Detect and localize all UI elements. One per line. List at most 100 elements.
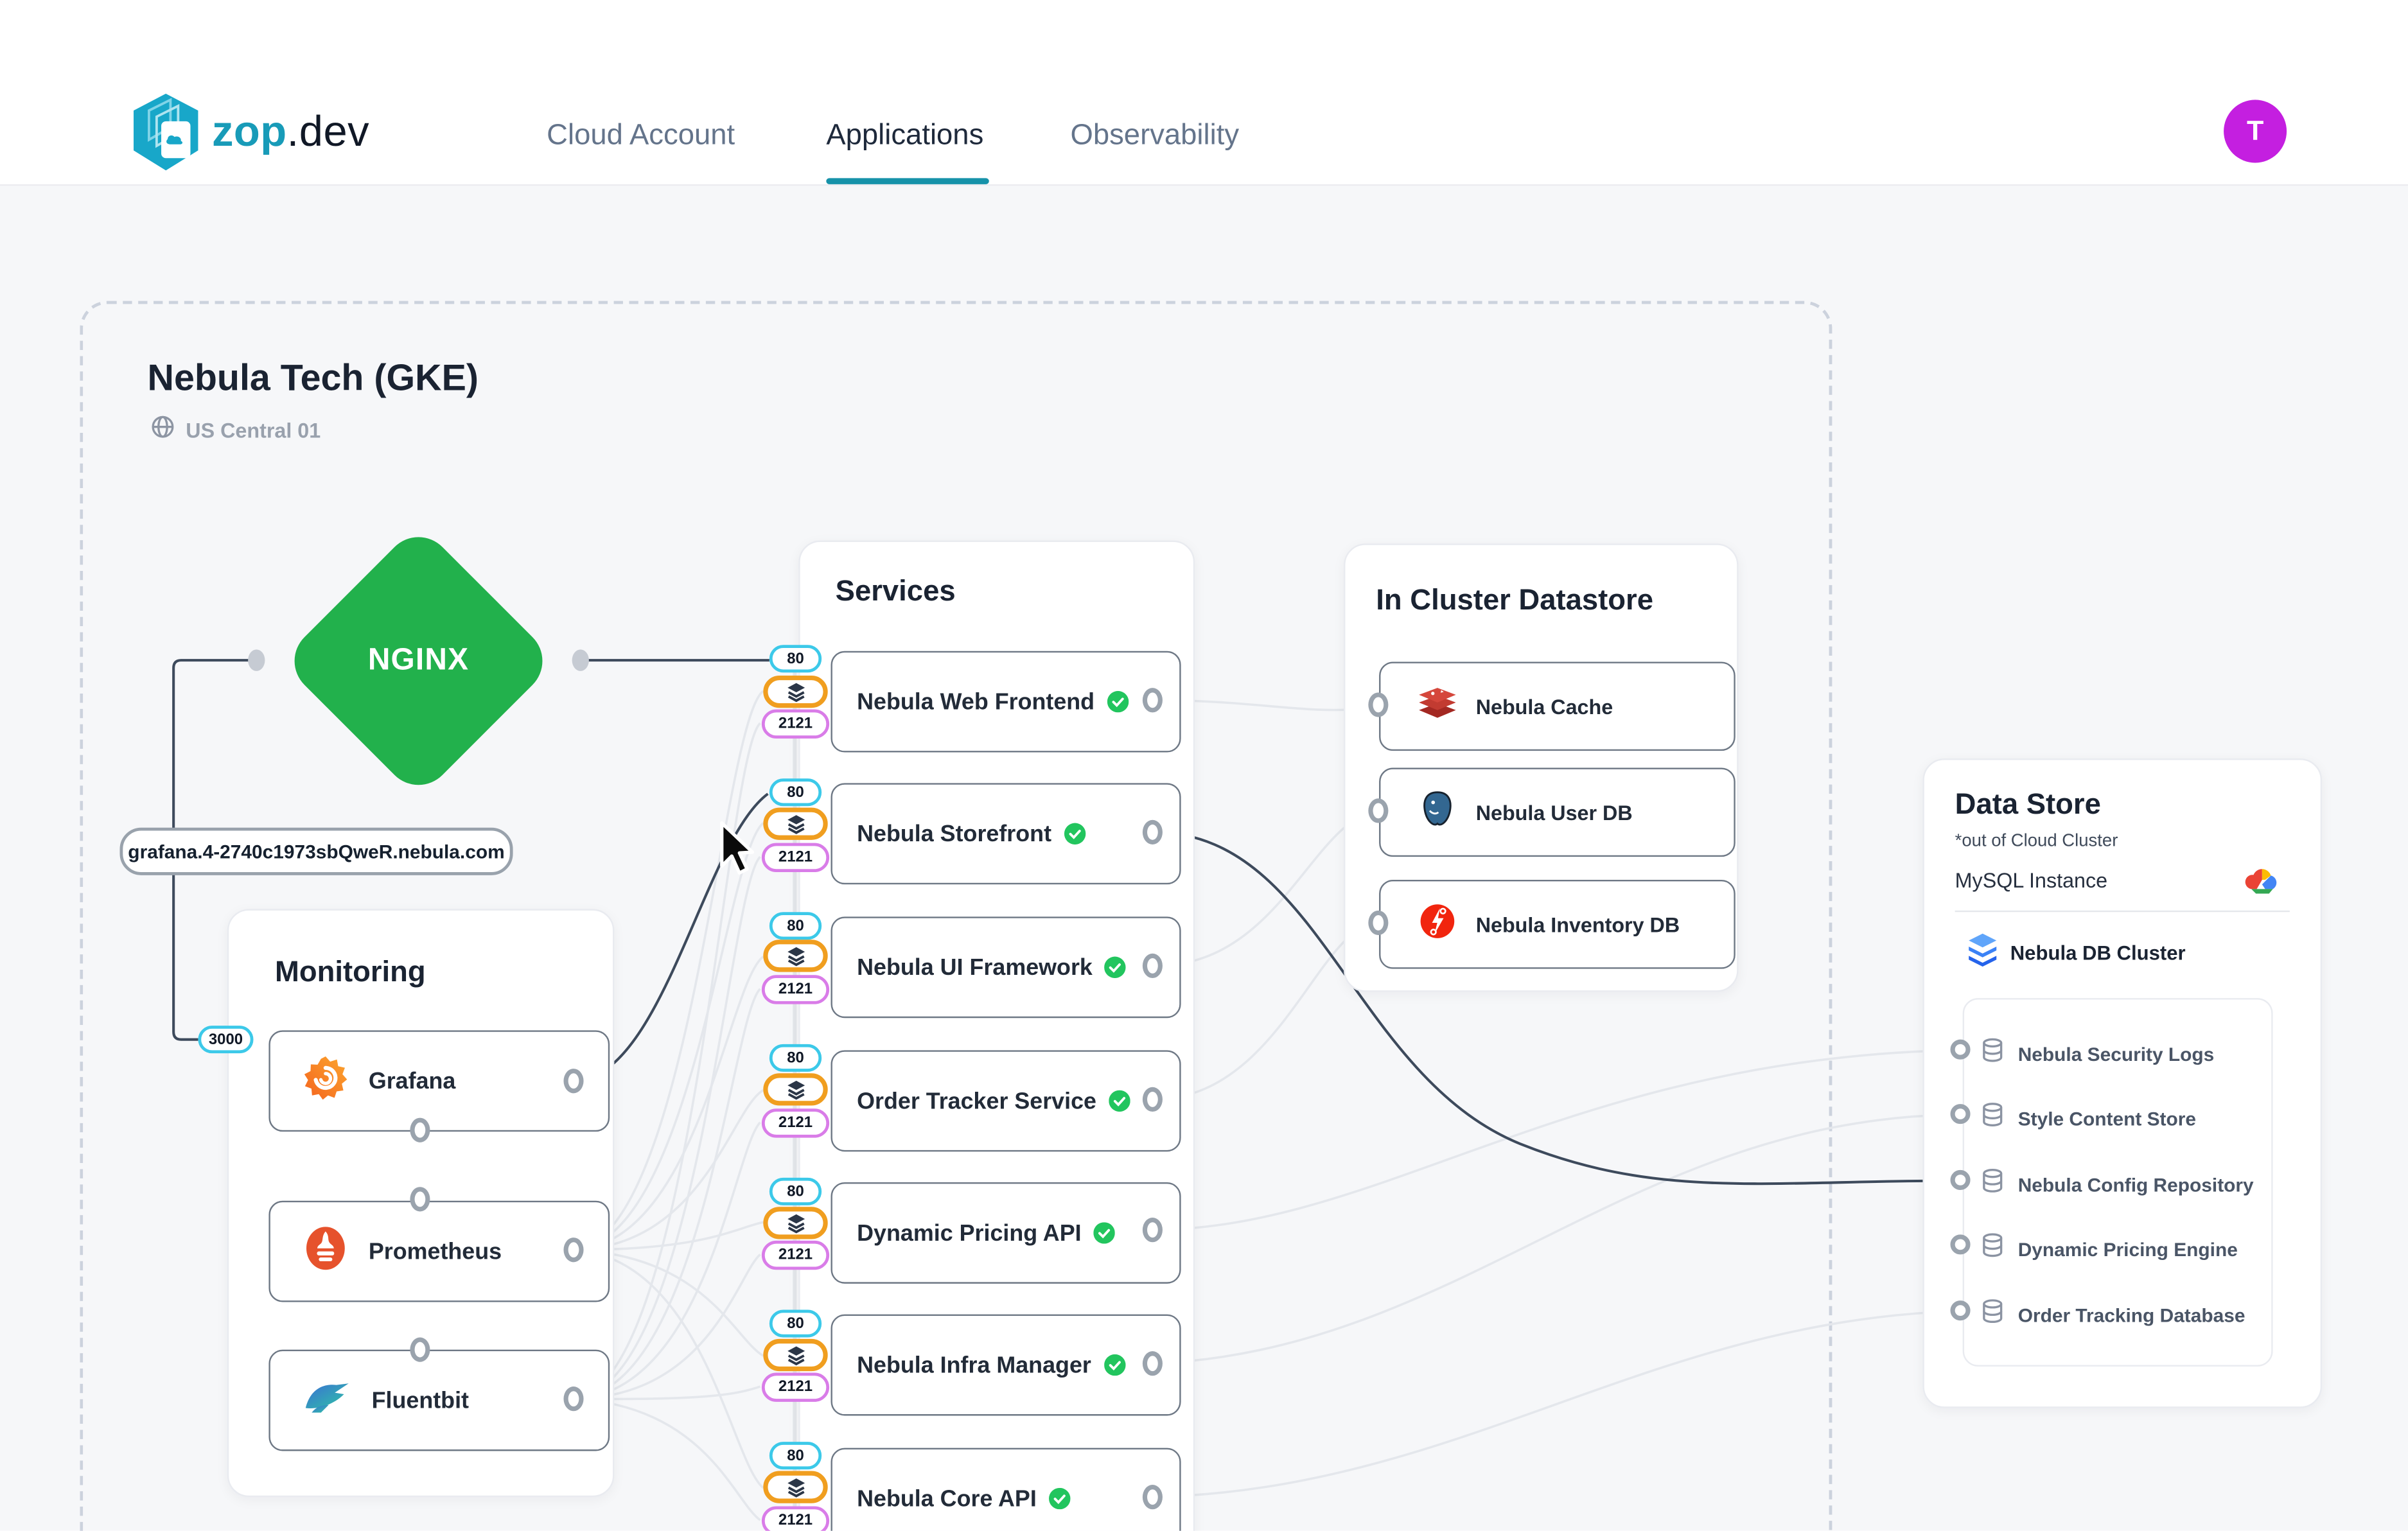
connector-inventory-db-in[interactable] xyxy=(1368,910,1389,936)
tab-applications[interactable]: Applications xyxy=(826,119,984,152)
node-service[interactable]: Nebula Core API xyxy=(830,1448,1181,1531)
node-nebula-inventory-db[interactable]: Nebula Inventory DB xyxy=(1379,880,1736,969)
check-icon xyxy=(1048,1487,1071,1510)
port-pill-layers[interactable] xyxy=(763,1338,828,1372)
connector-service-out[interactable] xyxy=(1142,688,1163,713)
port-pill-2121[interactable]: 2121 xyxy=(761,1240,830,1270)
connector-service-out[interactable] xyxy=(1142,1218,1163,1243)
node-service[interactable]: Nebula UI Framework xyxy=(830,916,1181,1019)
globe-icon xyxy=(150,415,175,447)
service-label: Nebula Storefront xyxy=(857,820,1052,847)
connector-fluentbit-top[interactable] xyxy=(410,1337,430,1362)
connector-service-out[interactable] xyxy=(1142,1485,1163,1510)
zopdev-logo-icon[interactable] xyxy=(123,89,209,183)
node-service[interactable]: Nebula Web Frontend xyxy=(830,651,1181,753)
cluster-region: US Central 01 xyxy=(150,415,321,447)
list-item-db[interactable]: Order Tracking Database xyxy=(1981,1299,2245,1331)
database-icon xyxy=(1981,1168,2004,1201)
db-item-label: Nebula Config Repository xyxy=(2017,1173,2254,1196)
node-prometheus[interactable]: Prometheus xyxy=(268,1200,610,1302)
database-icon xyxy=(1981,1103,2004,1135)
service-label: Nebula Core API xyxy=(857,1485,1037,1512)
node-service[interactable]: Nebula Infra Manager xyxy=(830,1314,1181,1416)
data-store-subtitle: *out of Cloud Cluster xyxy=(1955,832,2118,851)
connector-db-item[interactable] xyxy=(1950,1039,1971,1060)
port-pill-layers[interactable] xyxy=(763,940,828,972)
tab-observability[interactable]: Observability xyxy=(1070,119,1240,152)
connector-grafana-bottom[interactable] xyxy=(410,1117,430,1142)
connector-service-out[interactable] xyxy=(1142,819,1163,845)
port-pill-layers[interactable] xyxy=(763,1073,828,1106)
avatar[interactable]: T xyxy=(2224,100,2287,163)
port-pill-2121[interactable]: 2121 xyxy=(761,709,830,739)
port-pill-2121[interactable]: 2121 xyxy=(761,1372,830,1402)
node-nebula-user-db[interactable]: Nebula User DB xyxy=(1379,767,1736,857)
db-item-label: Nebula Security Logs xyxy=(2017,1043,2215,1065)
gcp-cloud-icon xyxy=(2244,866,2280,902)
port-pill-layers[interactable] xyxy=(763,1471,828,1503)
check-icon xyxy=(1105,956,1127,979)
service-label: Nebula Web Frontend xyxy=(857,688,1095,715)
port-pill-80[interactable]: 80 xyxy=(769,1177,822,1205)
connector-db-item[interactable] xyxy=(1950,1169,1971,1190)
connector-db-item[interactable] xyxy=(1950,1104,1971,1124)
connector-cache-in[interactable] xyxy=(1368,692,1389,717)
port-pill-2121[interactable]: 2121 xyxy=(761,975,830,1004)
port-pill-80[interactable]: 80 xyxy=(769,1442,822,1470)
connector-db-item[interactable] xyxy=(1950,1300,1971,1321)
brand-primary: zop xyxy=(211,107,287,155)
port-pill-layers[interactable] xyxy=(763,1207,828,1239)
connector-service-out[interactable] xyxy=(1142,1351,1163,1376)
port-pill-80[interactable]: 80 xyxy=(769,778,822,807)
service-label: Order Tracker Service xyxy=(857,1087,1097,1114)
port-pill-80[interactable]: 80 xyxy=(769,1044,822,1072)
services-title: Services xyxy=(835,575,956,608)
connector-user-db-in[interactable] xyxy=(1368,798,1389,823)
db-item-label: Order Tracking Database xyxy=(2017,1304,2245,1326)
list-item-db[interactable]: Nebula Config Repository xyxy=(1981,1168,2254,1201)
fluentbit-icon xyxy=(303,1376,352,1424)
node-service[interactable]: Order Tracker Service xyxy=(830,1050,1181,1152)
tab-cloud-account[interactable]: Cloud Account xyxy=(547,119,735,152)
redis-icon xyxy=(1418,684,1457,728)
connector-grafana-out[interactable] xyxy=(563,1069,584,1094)
node-label: Grafana xyxy=(368,1067,456,1094)
check-icon xyxy=(1103,1354,1125,1376)
mysql-instance-label: MySQL Instance xyxy=(1955,869,2108,893)
nginx-label: NGINX xyxy=(367,643,470,678)
node-nebula-cache[interactable]: Nebula Cache xyxy=(1379,661,1736,751)
port-pill-80[interactable]: 80 xyxy=(769,912,822,940)
ingress-domain-pill[interactable]: grafana.4-2740c1973sbQweR.nebula.com xyxy=(119,827,513,875)
port-pill-2121[interactable]: 2121 xyxy=(761,1108,830,1138)
connector-prometheus-out[interactable] xyxy=(563,1238,584,1263)
node-grafana[interactable]: Grafana xyxy=(268,1030,610,1132)
port-pill-80[interactable]: 80 xyxy=(769,645,822,673)
list-item-db[interactable]: Nebula Security Logs xyxy=(1981,1038,2214,1070)
postgres-icon xyxy=(1418,789,1457,836)
brand-wordmark[interactable]: zop.dev xyxy=(212,107,369,157)
divider xyxy=(1955,910,2290,913)
node-label: Prometheus xyxy=(368,1238,502,1264)
port-pill-2121[interactable]: 2121 xyxy=(761,1506,830,1531)
port-pill-80[interactable]: 80 xyxy=(769,1309,822,1338)
connector-db-item[interactable] xyxy=(1950,1234,1971,1255)
node-label: Nebula User DB xyxy=(1475,800,1633,824)
node-fluentbit[interactable]: Fluentbit xyxy=(268,1349,610,1451)
node-service[interactable]: Nebula Storefront xyxy=(830,783,1181,885)
service-label: Nebula UI Framework xyxy=(857,954,1093,981)
port-pill-layers[interactable] xyxy=(763,676,828,708)
connector-service-out[interactable] xyxy=(1142,953,1163,979)
node-service[interactable]: Dynamic Pricing API xyxy=(830,1182,1181,1284)
port-pill-3000[interactable]: 3000 xyxy=(198,1026,254,1054)
db-item-label: Style Content Store xyxy=(2017,1108,2197,1130)
port-pill-layers[interactable] xyxy=(763,807,828,840)
port-pill-2121[interactable]: 2121 xyxy=(761,843,830,873)
list-item-db[interactable]: Dynamic Pricing Engine xyxy=(1981,1233,2238,1265)
cluster-title: Nebula Tech (GKE) xyxy=(147,358,479,399)
database-icon xyxy=(1981,1038,2004,1070)
prometheus-icon xyxy=(303,1225,349,1279)
connector-service-out[interactable] xyxy=(1142,1087,1163,1112)
connector-fluentbit-out[interactable] xyxy=(563,1387,584,1412)
list-item-db[interactable]: Style Content Store xyxy=(1981,1103,2196,1135)
connector-prometheus-top[interactable] xyxy=(410,1187,430,1212)
